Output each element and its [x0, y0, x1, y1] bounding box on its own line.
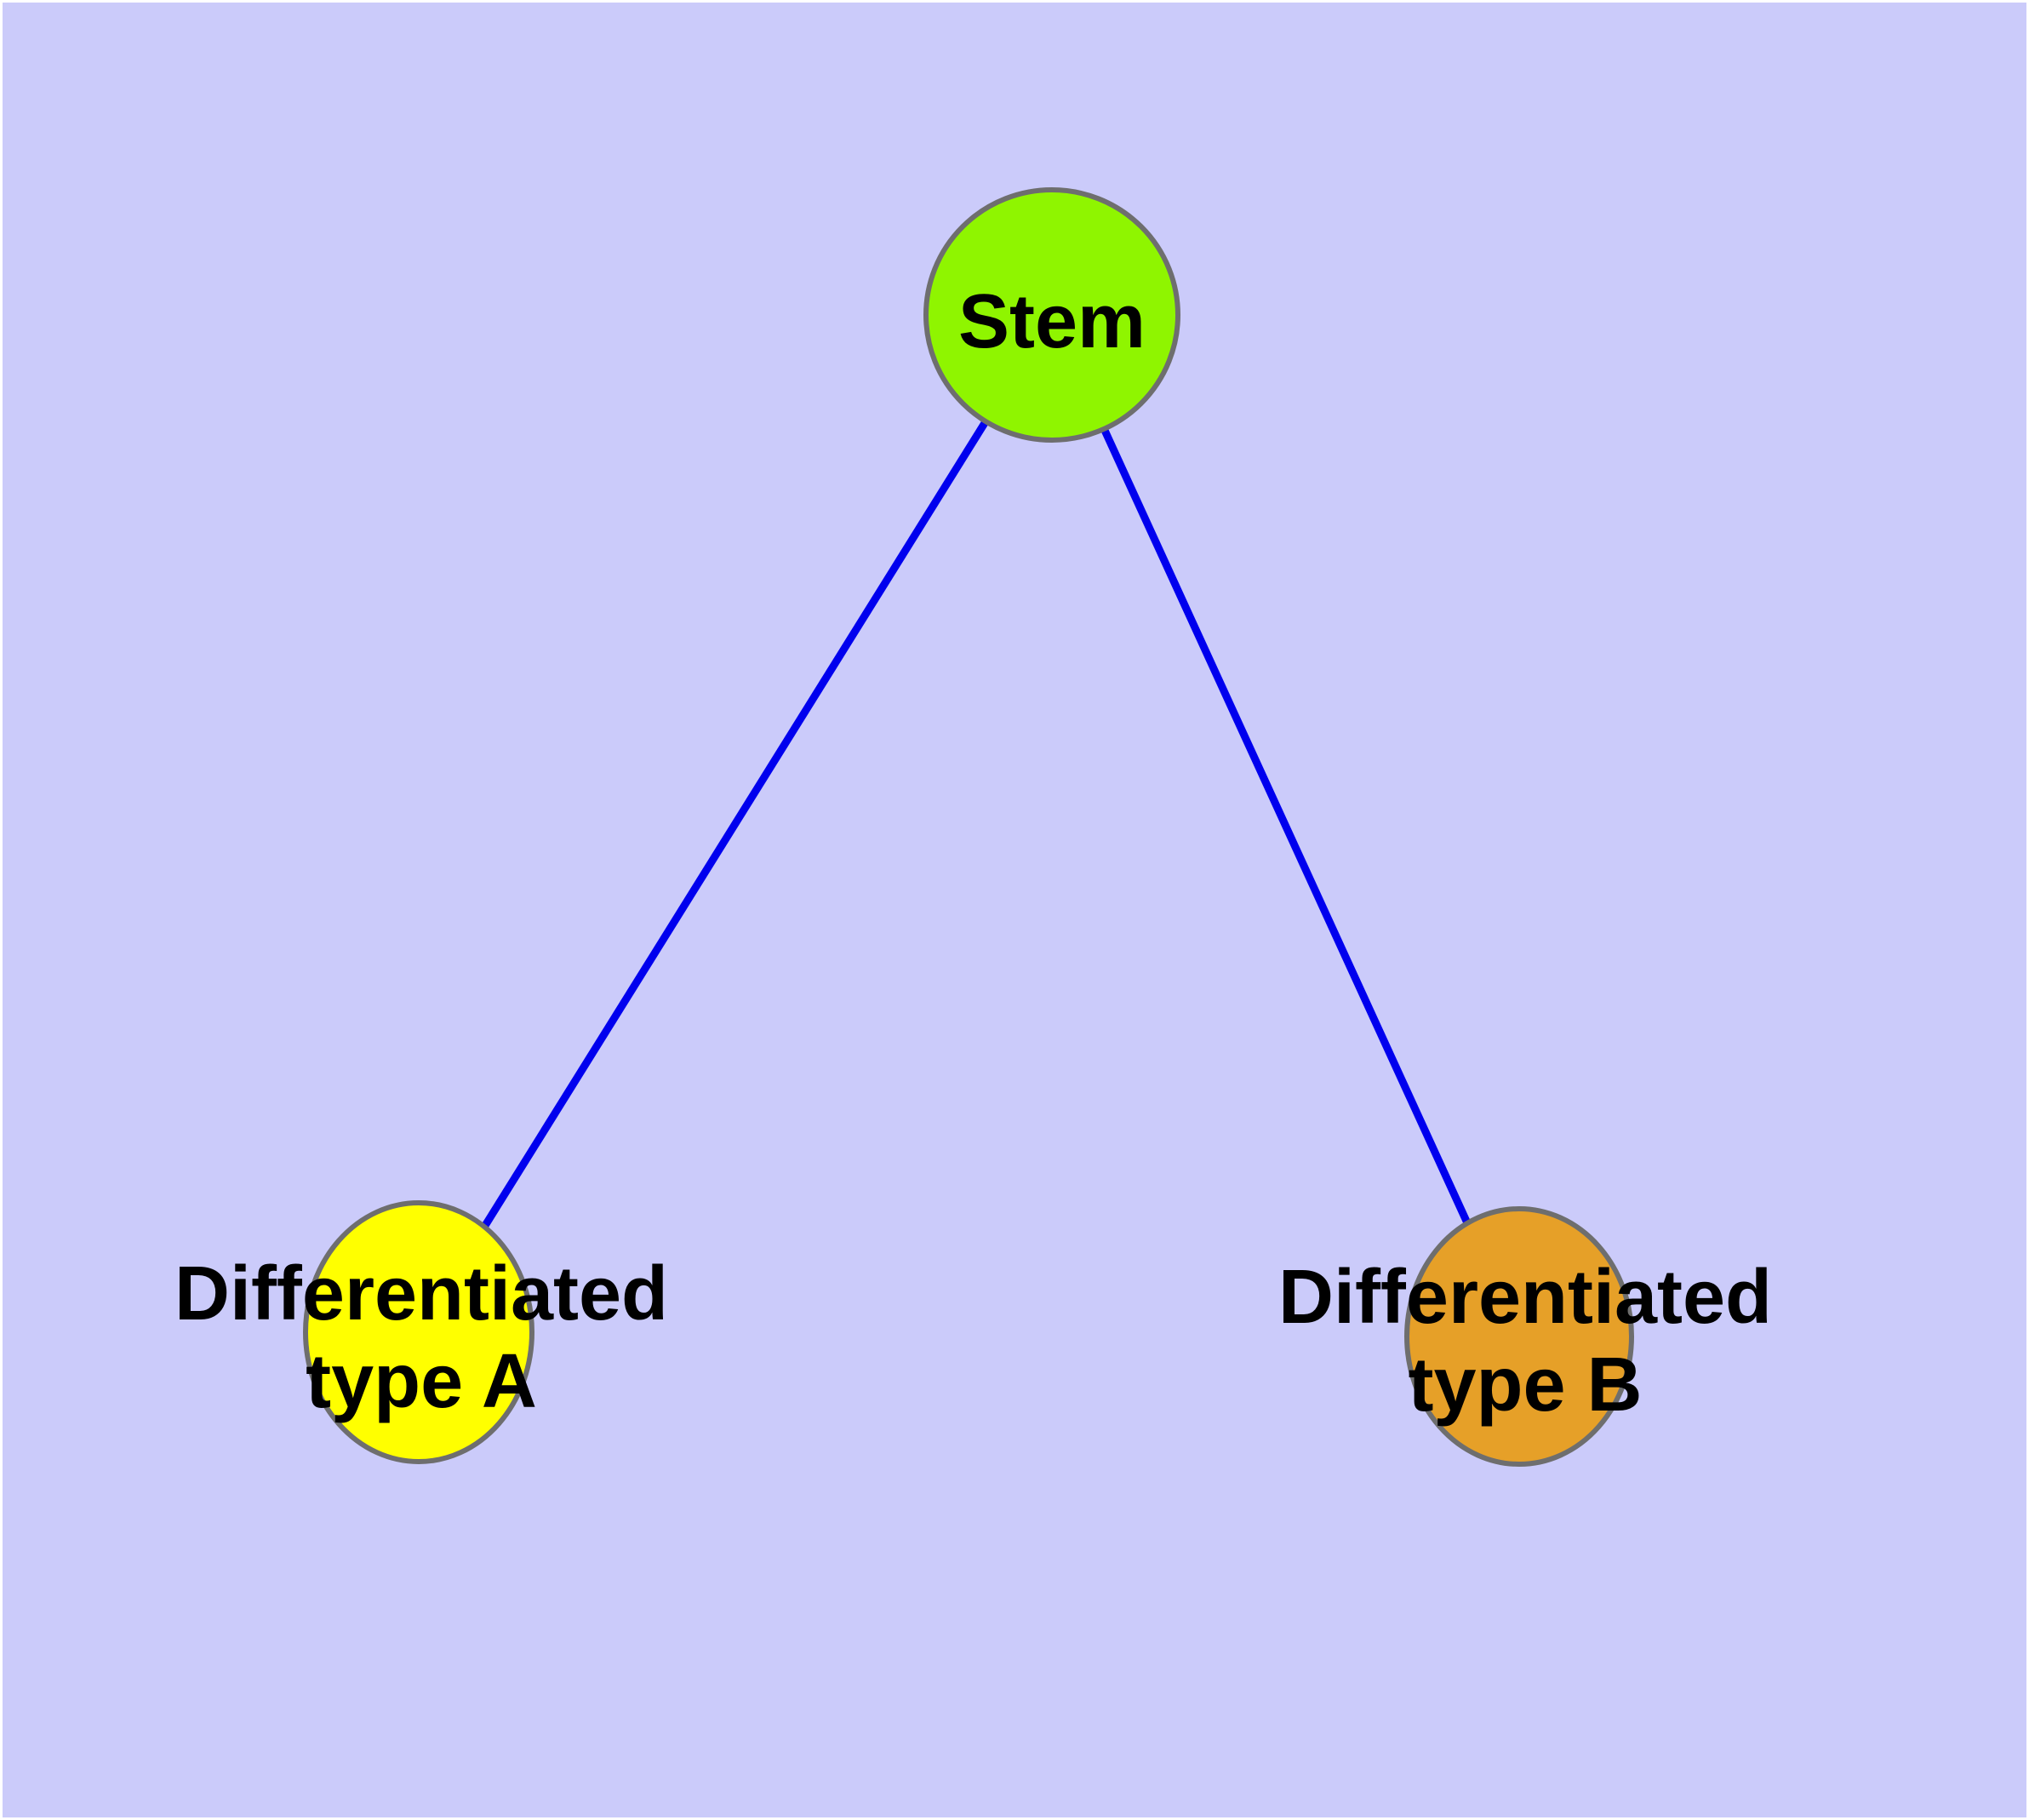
node-type-a-label-line2: type A — [306, 1339, 537, 1424]
edge-stem-to-type-a — [415, 312, 1055, 1335]
node-type-a-circle[interactable] — [303, 1200, 534, 1464]
node-type-b-label-line1: Differentiated — [1278, 1255, 1772, 1340]
node-type-a-label-line1: Differentiated — [174, 1251, 668, 1336]
node-differentiated-type-b: Differentiated type B — [1278, 1206, 1772, 1467]
node-type-b-label-line2: type B — [1408, 1342, 1642, 1428]
node-type-b-circle[interactable] — [1404, 1206, 1634, 1467]
node-stem: Stem — [923, 187, 1180, 443]
node-stem-label: Stem — [958, 279, 1146, 364]
node-stem-circle[interactable] — [923, 187, 1180, 443]
edge-layer — [415, 312, 1523, 1338]
edge-stem-to-type-b — [1048, 313, 1523, 1338]
node-differentiated-type-a: Differentiated type A — [174, 1200, 668, 1464]
